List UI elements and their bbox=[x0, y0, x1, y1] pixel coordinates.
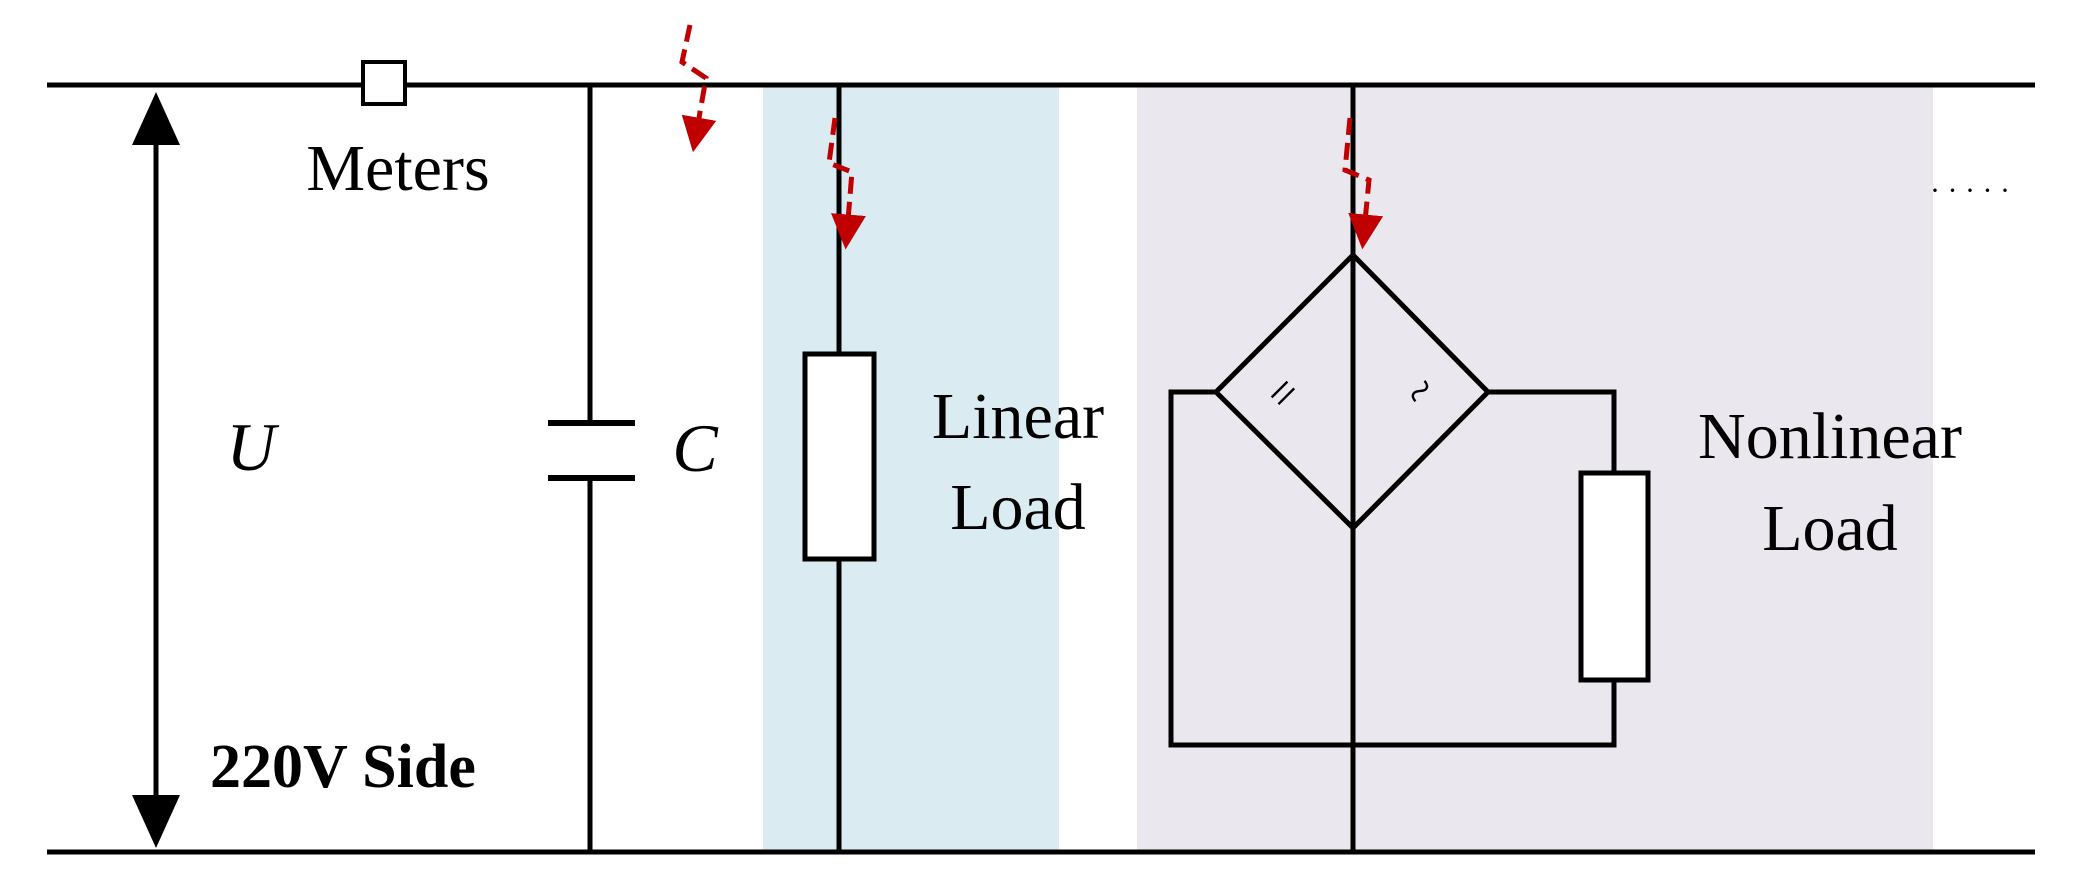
current-arrow-icon bbox=[826, 117, 866, 250]
current-arrow-icon bbox=[1342, 117, 1384, 250]
linear-load-label-line1: Linear bbox=[932, 380, 1104, 453]
nonlinear-load-band bbox=[1137, 86, 1933, 852]
rectifier-left-loop bbox=[1168, 389, 1617, 748]
current-arrow-icon bbox=[679, 24, 717, 153]
meter-box bbox=[361, 60, 407, 106]
linear-load-label-line2: Load bbox=[950, 471, 1086, 544]
rectifier-bridge bbox=[1212, 251, 1492, 532]
capacitor-label: C bbox=[672, 410, 718, 486]
current-arrows bbox=[679, 24, 1384, 250]
continuation-dots: · · · · · bbox=[1930, 174, 2010, 207]
linear-load-resistor bbox=[802, 351, 877, 562]
side-label: 220V Side bbox=[210, 733, 476, 801]
nonlinear-load-resistor bbox=[1578, 470, 1651, 683]
meters-label: Meters bbox=[306, 132, 489, 205]
voltage-arrow-head-bottom bbox=[132, 795, 180, 848]
rectifier-right-wire bbox=[1488, 389, 1617, 473]
nonlinear-load-label-line1: Nonlinear bbox=[1698, 400, 1962, 473]
voltage-arrow-head-top bbox=[132, 92, 180, 145]
voltage-label: U bbox=[226, 409, 279, 485]
nonlinear-load-label-line2: Load bbox=[1762, 492, 1898, 565]
